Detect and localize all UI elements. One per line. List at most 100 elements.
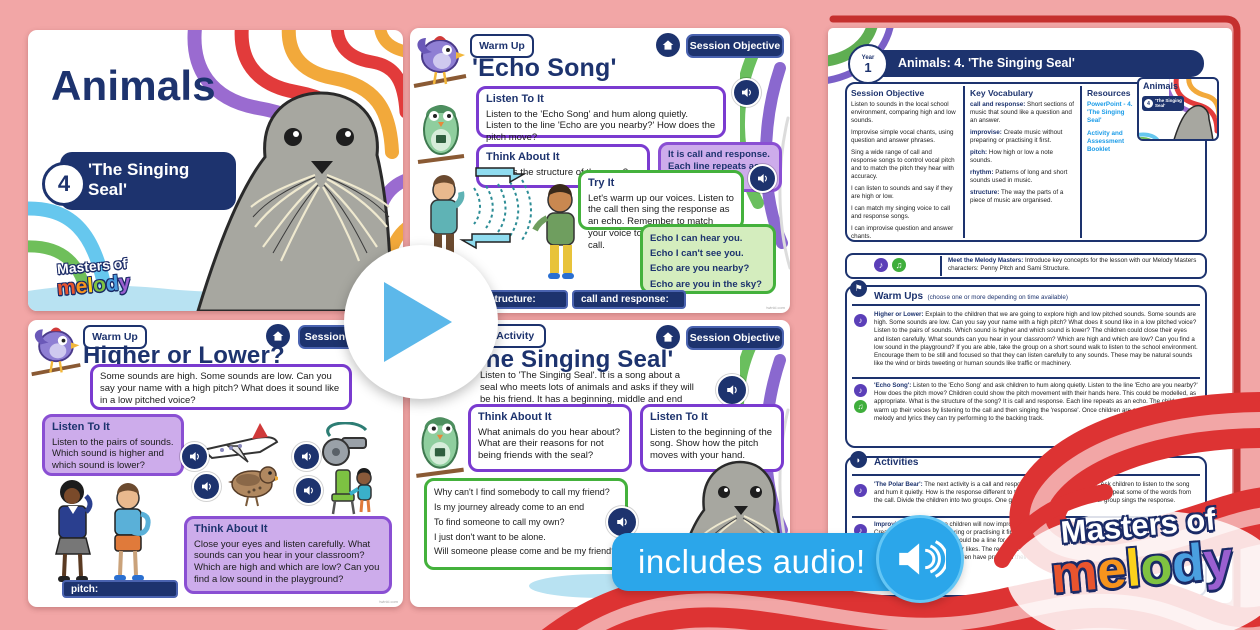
purple-bird-illustration [413,36,467,88]
vocab-bar-call-response: call and response: [572,290,686,309]
box-heading: Try It [588,177,615,189]
column-header: Session Objective [851,88,925,98]
green-bird-illustration [416,417,464,478]
session-objective-column: Session Objective Listen to sounds in th… [851,88,957,245]
listen-to-it-box: Listen To It Listen to the pairs of soun… [42,414,184,476]
box-body: What is the structure of the song? [486,166,629,178]
warm-ups-title: Warm Ups [874,291,924,302]
audio-speaker-icon[interactable] [192,472,221,501]
lyric-line: Echo are you nearby? [650,263,750,275]
music-note-icon: ♪ [854,484,867,497]
audio-speaker-icon[interactable] [716,374,748,406]
box-heading: Listen To It [52,421,110,433]
structure-character-icon: ♫ [892,258,906,272]
seal-illustration [196,91,395,311]
intro-box: Some sounds are high. Some sounds are lo… [90,364,352,410]
thrush-bird-image [228,466,278,507]
children-echo-illustration [430,167,575,279]
session-objective-button[interactable]: Session Objective [686,326,784,350]
audio-speaker-icon[interactable] [294,476,323,505]
try-it-box: Try It Let's warm up our voices. Listen … [578,170,744,251]
box-body: Close your eyes and listen carefully. Wh… [194,538,380,585]
song-lyrics-box: Why can't I find somebody to call my fri… [424,478,628,570]
lyric-line: Echo I can hear you. [650,233,743,244]
thumbnail-swirl [1139,132,1160,139]
box-body: Listen to the 'Echo Song' and hum along … [486,108,716,144]
slide-title-heading: Animals [51,62,216,109]
resource-link[interactable]: Activity and Assessment Booklet [1087,129,1125,153]
lyric-line: To find someone to call my own? [434,516,565,527]
slide-heading: 'Echo Song' [472,54,617,82]
home-icon[interactable] [656,33,680,57]
resource-link[interactable]: PowerPoint - 4. 'The Singing Seal' [1087,101,1133,125]
activities-icon: ◗ [850,451,867,468]
vocab-entry: call and response: Short sections of mus… [970,101,1074,125]
child-moving-chair-image [331,468,372,515]
airplane-image [200,423,279,463]
audio-badge[interactable] [876,515,964,603]
lesson-name-plate: 'The Singing Seal' [60,152,236,210]
whistle-image [322,422,368,466]
objective-item: I can improvise question and answer chan… [851,224,954,240]
song-lyrics-box: Echo I can hear you. Echo I can't see yo… [640,224,776,294]
lyric-line: Echo are you in the sky? [650,278,762,290]
resources-column: Resources PowerPoint - 4. 'The Singing S… [1087,88,1135,158]
document-title-bar: Animals: 4. 'The Singing Seal' [854,50,1204,77]
audio-speaker-icon[interactable] [732,78,761,107]
melody-masters-text: Meet the Melody Masters: Introduce key c… [948,257,1197,273]
slide-heading: 'The Singing Seal' [465,346,674,373]
watermark: twinkl.com [766,305,785,310]
divider [852,377,1200,379]
lyric-line: Why can't I find somebody to call my fri… [434,487,610,497]
play-icon [384,282,452,362]
year-number: 1 [864,59,872,75]
slide-title: Animals 'The Singing Seal' 4 Masters of … [28,30,403,311]
column-divider [963,86,965,238]
slide-higher-or-lower: Warm Up Session Objective Higher or Lowe… [28,320,403,607]
warm-up-item: 'Echo Song': Listen to the 'Echo Song' a… [874,382,1198,422]
listen-to-it-box: Listen To It Listen to the beginning of … [640,404,784,472]
box-heading: Listen To It [650,411,708,423]
double-note-icon: ♫ [854,400,867,413]
slide-echo-song: Warm Up Session Objective 'Echo Song' [410,28,790,313]
unit-thumbnail: Animals 4 'The Singing Seal' [1137,77,1219,141]
objective-item: I can listen to sounds and say if they a… [851,185,953,201]
objective-item: Improvise simple vocal chants, using que… [851,129,954,145]
activities-title: Activities [874,457,919,468]
divider [852,474,1200,476]
music-note-icon: ♪ [854,314,867,327]
slide-type-tag: Warm Up [470,34,534,58]
warm-ups-note: (choose one or more depending on time av… [927,294,1068,301]
objective-item: Sing a wide range of call and response s… [851,148,955,181]
speaker-icon [899,540,946,578]
key-vocabulary-column: Key Vocabulary call and response: Short … [970,88,1074,208]
warm-ups-header: Warm Ups (choose one or more depending o… [874,286,1068,304]
home-icon[interactable] [656,325,680,349]
home-icon[interactable] [266,324,290,348]
thumbnail-lesson-name: 'The Singing Seal' [1155,97,1182,108]
box-body: What animals do you hear about? What are… [478,426,621,462]
play-button[interactable] [344,245,498,399]
box-heading: Think About It [486,151,560,163]
vocab-bar-pitch: pitch: [62,580,178,598]
vocab-entry: pitch: How high or low a note sounds. [970,148,1053,165]
objective-item: I can match my singing voice to call and… [851,204,951,221]
divider [852,304,1200,306]
divider [940,256,942,276]
thumbnail-lesson-number: 4 [1144,99,1153,108]
box-body: Listen to the pairs of sounds. Which sou… [52,436,174,472]
box-body: Listen to the beginning of the song. Sho… [650,426,773,462]
lesson-name: 'The Singing Seal' [88,160,190,200]
activity-item: 'The Polar Bear': The next activity is a… [874,481,1192,505]
session-objective-button[interactable]: Session Objective [686,34,784,58]
thumbnail-title: Animals [1143,81,1179,91]
audio-speaker-icon[interactable] [292,442,321,471]
lyric-line: Is my journey already come to an end [434,501,585,512]
audio-speaker-icon[interactable] [748,164,777,193]
warm-up-item: Higher or Lower: Explain to the children… [874,311,1198,368]
column-divider [1080,86,1082,238]
column-header: Resources [1087,88,1131,98]
green-bird-illustration [417,105,465,164]
audio-speaker-icon[interactable] [180,442,209,471]
